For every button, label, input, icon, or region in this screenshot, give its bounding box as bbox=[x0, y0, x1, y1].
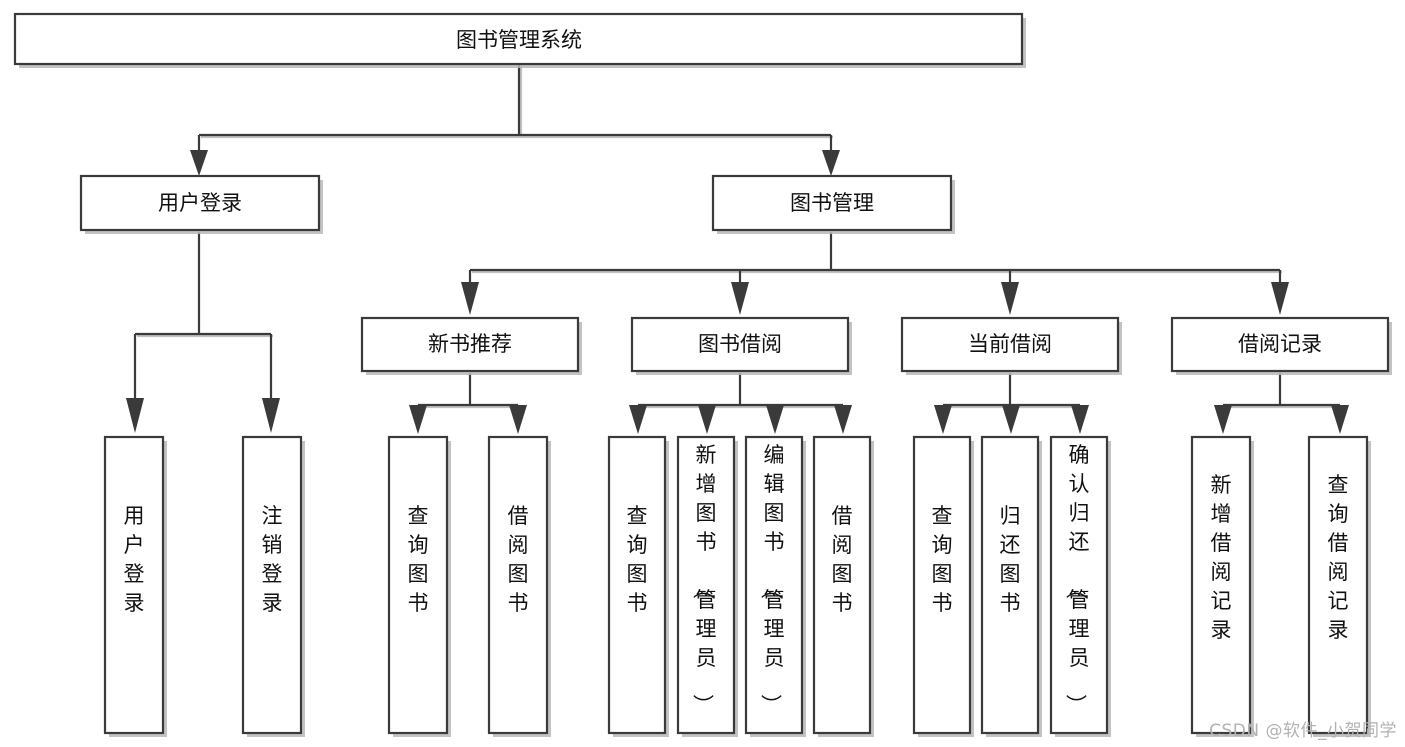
node-leaf-return-book[interactable]: 归还图书 bbox=[980, 435, 1042, 737]
node-leaf-query-book-3[interactable]: 查询图书 bbox=[912, 435, 974, 737]
node-leaf-user-login-rect[interactable] bbox=[103, 435, 165, 735]
node-leaf-return-book-rect[interactable] bbox=[980, 435, 1040, 735]
node-bookmgmt[interactable]: 图书管理 bbox=[711, 174, 955, 234]
node-leaf-user-logout-label: 注销登录 bbox=[262, 504, 283, 615]
arrow-head-leaf-query-record bbox=[1331, 405, 1349, 434]
node-leaf-return-book-label: 归还图书 bbox=[1000, 504, 1021, 615]
node-leaf-query-record[interactable]: 查询借阅记录 bbox=[1307, 435, 1371, 737]
node-leaf-query-book-2-label: 查询图书 bbox=[627, 504, 648, 615]
node-leaf-confirm-return-rect[interactable] bbox=[1049, 435, 1109, 735]
node-leaf-user-login[interactable]: 用户登录 bbox=[103, 435, 167, 737]
node-newbook-rect[interactable] bbox=[360, 316, 580, 373]
node-borrow-rect[interactable] bbox=[630, 316, 850, 373]
node-current-label: 当前借阅 bbox=[968, 332, 1052, 356]
node-leaf-query-book-1-rect[interactable] bbox=[387, 435, 449, 735]
arrow-head-leaf-edit-book bbox=[766, 405, 784, 434]
arrow-head-leaf-user-login bbox=[126, 398, 144, 433]
arrow-head-leaf-query-book-1 bbox=[409, 405, 427, 434]
node-leaf-edit-book-label: 编辑图书（管理员） bbox=[759, 443, 785, 715]
node-leaf-query-book-1-label: 查询图书 bbox=[408, 504, 429, 615]
arrow-head-current bbox=[1001, 282, 1019, 315]
arrow-head-leaf-return-book bbox=[1002, 405, 1020, 434]
arrow-head-leaf-add-record bbox=[1214, 405, 1232, 434]
node-leaf-add-record-label: 新增借阅记录 bbox=[1211, 473, 1232, 642]
node-root[interactable]: 图书管理系统 bbox=[13, 12, 1026, 68]
node-leaf-edit-book[interactable]: 编辑图书（管理员） bbox=[744, 435, 806, 737]
node-root-rect[interactable] bbox=[13, 12, 1024, 66]
node-login[interactable]: 用户登录 bbox=[79, 174, 323, 234]
node-leaf-borrow-book-1[interactable]: 借阅图书 bbox=[487, 435, 551, 737]
node-leaf-add-record-rect[interactable] bbox=[1190, 435, 1252, 735]
node-leaf-query-book-3-rect[interactable] bbox=[912, 435, 972, 735]
node-leaf-query-book-2[interactable]: 查询图书 bbox=[607, 435, 669, 737]
node-leaf-borrow-book-2-rect[interactable] bbox=[812, 435, 872, 735]
node-leaf-borrow-book-1-label: 借阅图书 bbox=[508, 504, 529, 615]
arrow-head-newbook bbox=[461, 282, 479, 315]
node-login-rect[interactable] bbox=[79, 174, 321, 232]
arrow-head-borrow bbox=[731, 282, 749, 315]
node-current-rect[interactable] bbox=[900, 316, 1120, 373]
arrow-head-login bbox=[190, 150, 208, 176]
node-leaf-query-record-rect[interactable] bbox=[1307, 435, 1369, 735]
node-records-label: 借阅记录 bbox=[1238, 332, 1322, 356]
node-leaf-query-book-3-label: 查询图书 bbox=[932, 504, 953, 615]
node-leaf-query-record-label: 查询借阅记录 bbox=[1328, 473, 1349, 642]
node-leaf-add-book-label: 新增图书（管理员） bbox=[691, 443, 717, 715]
node-root-label: 图书管理系统 bbox=[456, 28, 582, 52]
node-bookmgmt-rect[interactable] bbox=[711, 174, 953, 232]
node-leaf-add-book[interactable]: 新增图书（管理员） bbox=[676, 435, 738, 737]
node-leaf-user-logout[interactable]: 注销登录 bbox=[241, 435, 305, 737]
node-leaf-add-book-rect[interactable] bbox=[676, 435, 736, 735]
arrow-head-leaf-query-book-2 bbox=[629, 405, 647, 434]
node-current[interactable]: 当前借阅 bbox=[900, 316, 1122, 375]
arrow-head-leaf-borrow-book-1 bbox=[509, 405, 527, 434]
arrow-head-bookmgmt bbox=[822, 150, 840, 176]
arrow-head-leaf-add-book bbox=[698, 405, 716, 434]
node-leaf-confirm-return[interactable]: 确认归还（管理员） bbox=[1049, 435, 1111, 737]
node-leaf-add-record[interactable]: 新增借阅记录 bbox=[1190, 435, 1254, 737]
node-leaf-user-logout-rect[interactable] bbox=[241, 435, 303, 735]
node-leaf-borrow-book-1-rect[interactable] bbox=[487, 435, 549, 735]
arrow-head-leaf-confirm-return bbox=[1071, 405, 1089, 434]
node-leaf-query-book-1[interactable]: 查询图书 bbox=[387, 435, 451, 737]
node-newbook[interactable]: 新书推荐 bbox=[360, 316, 582, 375]
node-login-label: 用户登录 bbox=[158, 191, 242, 215]
node-leaf-borrow-book-2[interactable]: 借阅图书 bbox=[812, 435, 874, 737]
connector-layer bbox=[126, 64, 1349, 434]
node-records-rect[interactable] bbox=[1170, 316, 1390, 373]
leaf-layer: 用户登录 注销登录 查询图书 借阅图书 查询图书 bbox=[103, 435, 1371, 737]
node-leaf-edit-book-rect[interactable] bbox=[744, 435, 804, 735]
node-leaf-confirm-return-label: 确认归还（管理员） bbox=[1064, 443, 1090, 715]
arrow-head-leaf-user-logout bbox=[262, 398, 280, 433]
arrow-head-records bbox=[1271, 282, 1289, 315]
arrow-head-leaf-borrow-book-2 bbox=[834, 405, 852, 434]
node-leaf-query-book-2-rect[interactable] bbox=[607, 435, 667, 735]
node-newbook-label: 新书推荐 bbox=[428, 332, 512, 356]
node-borrow[interactable]: 图书借阅 bbox=[630, 316, 852, 375]
node-records[interactable]: 借阅记录 bbox=[1170, 316, 1392, 375]
arrow-head-leaf-query-book-3 bbox=[934, 405, 952, 434]
node-leaf-borrow-book-2-label: 借阅图书 bbox=[832, 504, 853, 615]
node-leaf-user-login-label: 用户登录 bbox=[124, 504, 145, 615]
node-borrow-label: 图书借阅 bbox=[698, 332, 782, 356]
node-bookmgmt-label: 图书管理 bbox=[790, 191, 874, 215]
